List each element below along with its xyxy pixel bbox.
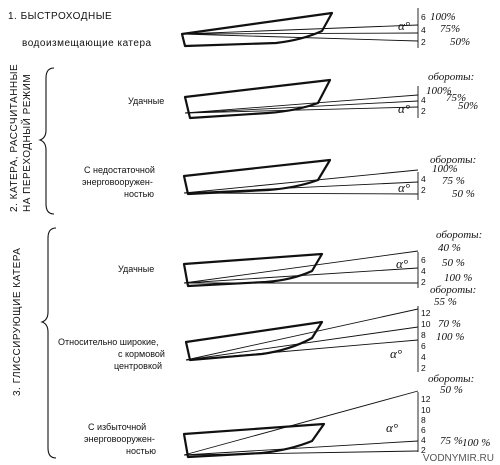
tick-label: 10 <box>421 405 431 415</box>
rpm-label: 75% <box>440 23 460 35</box>
rpm-label: 75 % <box>442 175 465 187</box>
boat-2-label: Удачные <box>128 96 164 106</box>
boat-6-label-line2: энерговооружен- <box>84 434 155 444</box>
rpm-heading: обороты: <box>436 229 482 241</box>
rpm-label: 100% <box>432 163 458 175</box>
tick-label: 12 <box>421 308 431 318</box>
category-1-title: 1. БЫСТРОХОДНЫЕ <box>8 11 112 22</box>
rpm-label: 100 % <box>444 272 472 284</box>
boat-3-label-line1: С недостаточной <box>84 165 155 175</box>
tick-label: 6 <box>421 425 426 435</box>
trim-line <box>185 308 419 361</box>
boat-4-label: Удачные <box>118 264 154 274</box>
boat-1: α° 6 4 2 100% 75% 50% <box>180 8 470 48</box>
rpm-label: 100 % <box>462 437 490 449</box>
category-2-brace <box>38 67 55 215</box>
category-1-subtitle: водоизмещающие катера <box>22 38 152 49</box>
trim-line <box>185 326 419 361</box>
alpha-label: α° <box>386 420 398 435</box>
alpha-label: α° <box>398 101 410 116</box>
tick-label: 2 <box>421 277 426 287</box>
boat-6-label-line1: С избыточной <box>88 422 146 432</box>
trim-line <box>183 192 419 195</box>
rpm-label: 50% <box>450 36 470 48</box>
boat-5: обороты: α° 12 10 8 6 4 2 55 % 70 % 100 … <box>184 284 476 373</box>
rpm-label: 100% <box>430 11 456 23</box>
boat-5-label-line1: Относительно широкие, <box>58 337 159 347</box>
trim-line <box>185 339 419 361</box>
boat-3-label-line2: энерговооружен- <box>82 177 153 187</box>
rpm-label: 75% <box>446 92 466 104</box>
trim-line <box>184 106 419 114</box>
trim-line <box>183 440 419 456</box>
tick-label: 12 <box>421 394 431 404</box>
boat-5-label-line3: центровкой <box>114 361 162 371</box>
alpha-label: α° <box>390 346 402 361</box>
alpha-label: α° <box>398 180 410 195</box>
category-2-subtitle: НА ПЕРЕХОДНЫЙ РЕЖИМ <box>20 74 33 212</box>
boat-3: обороты: α° 4 2 100% 75 % 50 % <box>182 154 476 200</box>
tick-label: 10 <box>421 319 431 329</box>
tick-label: 6 <box>421 255 426 265</box>
trim-line <box>184 100 419 114</box>
tick-label: 2 <box>421 37 426 47</box>
tick-label: 2 <box>421 363 426 373</box>
tick-label: 6 <box>421 12 426 22</box>
trim-line <box>184 94 419 114</box>
rpm-label: 50 % <box>452 188 475 200</box>
tick-label: 4 <box>421 25 426 35</box>
boat-5-hull <box>184 320 324 362</box>
alpha-label: α° <box>396 256 408 271</box>
trim-line <box>183 181 419 194</box>
tick-label: 8 <box>421 415 426 425</box>
trim-line <box>181 33 419 42</box>
tick-label: 4 <box>421 352 426 362</box>
tick-label: 4 <box>421 435 426 445</box>
trim-line <box>183 169 419 194</box>
boat-4: обороты: α° 6 4 2 40 % 50 % 100 % <box>182 229 482 288</box>
rpm-heading: обороты: <box>430 154 476 166</box>
boat-2: обороты: α° 4 2 100% 75% 50% <box>183 71 478 120</box>
rpm-label: 50 % <box>440 384 463 396</box>
boat-3-label-line3: ностью <box>124 189 154 199</box>
tick-label: 2 <box>421 185 426 195</box>
rpm-label: 50 % <box>442 257 465 269</box>
boat-4-hull <box>182 252 324 288</box>
tick-label: 4 <box>421 174 426 184</box>
category-3-brace <box>40 227 57 459</box>
tick-label: 2 <box>421 445 426 455</box>
trim-line <box>183 250 419 284</box>
category-3-title: 3. ГЛИССИРУЮЩИЕ КАТЕРА <box>12 248 23 396</box>
tick-label: 4 <box>421 95 426 105</box>
rpm-label: 50% <box>458 100 478 112</box>
rpm-label: 70 % <box>438 318 461 330</box>
trim-line <box>183 267 419 284</box>
tick-label: 8 <box>421 330 426 340</box>
trim-line <box>181 32 419 35</box>
boat-6: обороты: α° 12 10 8 6 4 2 50 % 75 % 100 … <box>182 373 490 459</box>
boat-5-label-line2: с кормовой <box>118 349 165 359</box>
tick-label: 4 <box>421 266 426 276</box>
rpm-heading: обороты: <box>430 284 476 296</box>
category-2-title: 2. КАТЕРА, РАССЧИТАННЫЕ <box>9 64 20 212</box>
rpm-label: 100 % <box>436 331 464 343</box>
trim-line <box>183 390 419 456</box>
alpha-label: α° <box>398 18 410 33</box>
rpm-label: 100% <box>426 85 452 97</box>
rpm-heading: обороты: <box>428 71 474 83</box>
tick-label: 2 <box>421 106 426 116</box>
rpm-label: 55 % <box>434 296 457 308</box>
trim-line <box>181 24 419 35</box>
boat-6-hull <box>182 422 326 459</box>
rpm-heading: обороты: <box>428 373 474 385</box>
boat-6-label-line3: ностью <box>126 446 156 456</box>
rpm-label: 40 % <box>438 242 461 254</box>
boat-3-hull <box>182 158 332 196</box>
rpm-label: 75 % <box>440 435 463 447</box>
watermark: VODNYMIR.RU <box>423 453 494 464</box>
trim-line <box>183 450 419 456</box>
tick-label: 6 <box>421 341 426 351</box>
